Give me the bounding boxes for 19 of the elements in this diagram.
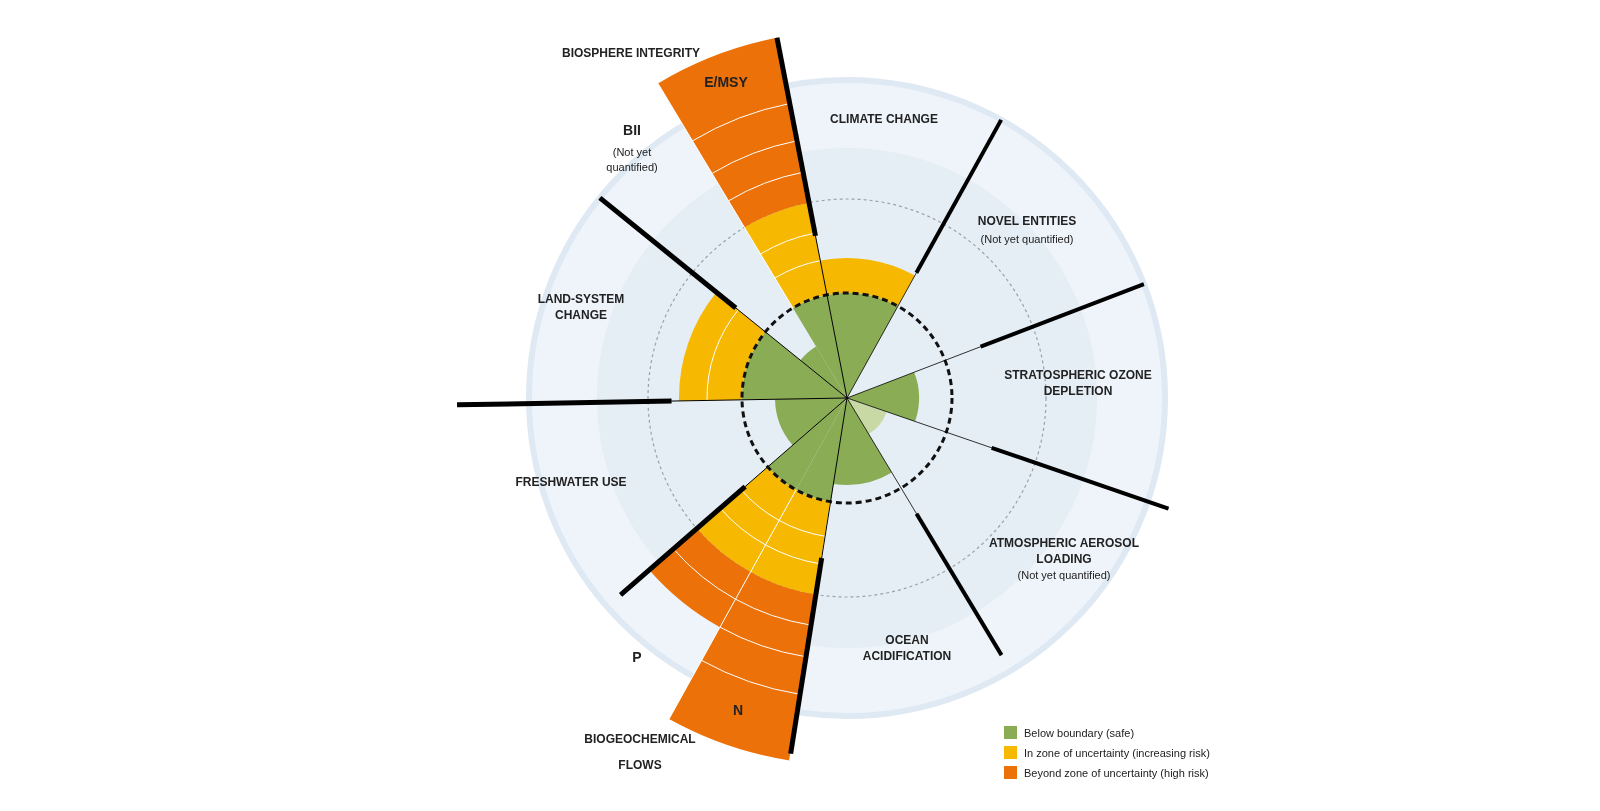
legend-label: In zone of uncertainty (increasing risk) <box>1024 746 1210 759</box>
boundary-label: NOVEL ENTITIES <box>976 212 1078 230</box>
sub-boundary-label: P <box>631 648 643 666</box>
legend-label: Below boundary (safe) <box>1024 726 1135 739</box>
sub-boundary-label: BII <box>622 121 642 139</box>
boundary-label: ATMOSPHERIC AEROSOL LOADING <box>988 534 1140 568</box>
boundary-label: BIOSPHERE INTEGRITY <box>561 44 701 62</box>
sub-boundary-label: E/MSY <box>703 73 749 91</box>
boundary-label: STRATOSPHERIC OZONE DEPLETION <box>1003 366 1153 400</box>
boundary-label: OCEAN ACIDIFICATION <box>861 631 953 665</box>
boundary-label: CLIMATE CHANGE <box>829 110 939 128</box>
status-note: (Not yet quantified) <box>1016 567 1112 583</box>
boundary-label: FRESHWATER USE <box>514 473 628 491</box>
sub-boundary-label: N <box>731 701 745 719</box>
boundary-label: BIOGEOCHEMICAL FLOWS <box>583 730 697 774</box>
status-note: (Not yet quantified) <box>605 145 659 175</box>
legend-label: Beyond zone of uncertainty (high risk) <box>1024 766 1209 779</box>
boundary-label: LAND-SYSTEM CHANGE <box>536 290 626 324</box>
status-note: (Not yet quantified) <box>979 231 1075 247</box>
